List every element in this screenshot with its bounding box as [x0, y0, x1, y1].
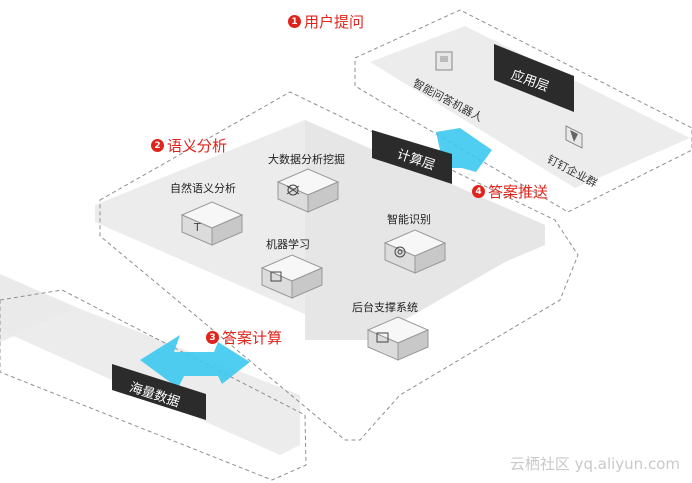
- window-icon: [376, 332, 389, 343]
- step-1-text: 用户提问: [304, 13, 365, 31]
- square-icon: [270, 271, 282, 282]
- application-layer-box: [494, 44, 574, 112]
- step-3-answer-computation: 3 答案计算: [206, 327, 282, 348]
- module-label-bigdata: 大数据分析挖掘: [268, 153, 345, 166]
- step-1-number: 1: [288, 15, 301, 28]
- compute-layer-box: [372, 130, 452, 184]
- watermark: 云栖社区 yq.aliyun.com: [509, 455, 680, 473]
- dingtalk-icon: [570, 130, 578, 142]
- step-4-number: 4: [472, 185, 485, 198]
- step-2-text: 语义分析: [167, 137, 228, 155]
- step-2-number: 2: [151, 139, 164, 152]
- robot-icon: [440, 56, 448, 62]
- module-backend: [366, 316, 430, 361]
- data-layer-box: [112, 364, 206, 420]
- module-label-nlp: 自然语义分析: [170, 182, 236, 195]
- step-2-semantic-analysis: 2 语义分析: [151, 135, 227, 156]
- module-ml: [260, 254, 324, 299]
- module-nlp: [180, 201, 244, 246]
- data-to-compute-arrow: [140, 335, 250, 388]
- network-icon: [286, 184, 300, 196]
- robot-app: [435, 51, 453, 71]
- module-label-recognition: 智能识别: [387, 213, 431, 226]
- gear-icon: [394, 246, 406, 258]
- module-label-backend: 后台支撑系统: [352, 301, 418, 314]
- step-1-user-question: 1 用户提问: [288, 11, 364, 32]
- step-3-text: 答案计算: [222, 329, 283, 347]
- dingtalk-app: [565, 125, 583, 149]
- step-3-number: 3: [206, 331, 219, 344]
- step-4-answer-push: 4 答案推送: [472, 181, 548, 202]
- text-icon: T: [193, 221, 201, 234]
- data-platform: [0, 274, 307, 481]
- module-label-ml: 机器学习: [266, 238, 310, 251]
- step-4-text: 答案推送: [488, 183, 549, 201]
